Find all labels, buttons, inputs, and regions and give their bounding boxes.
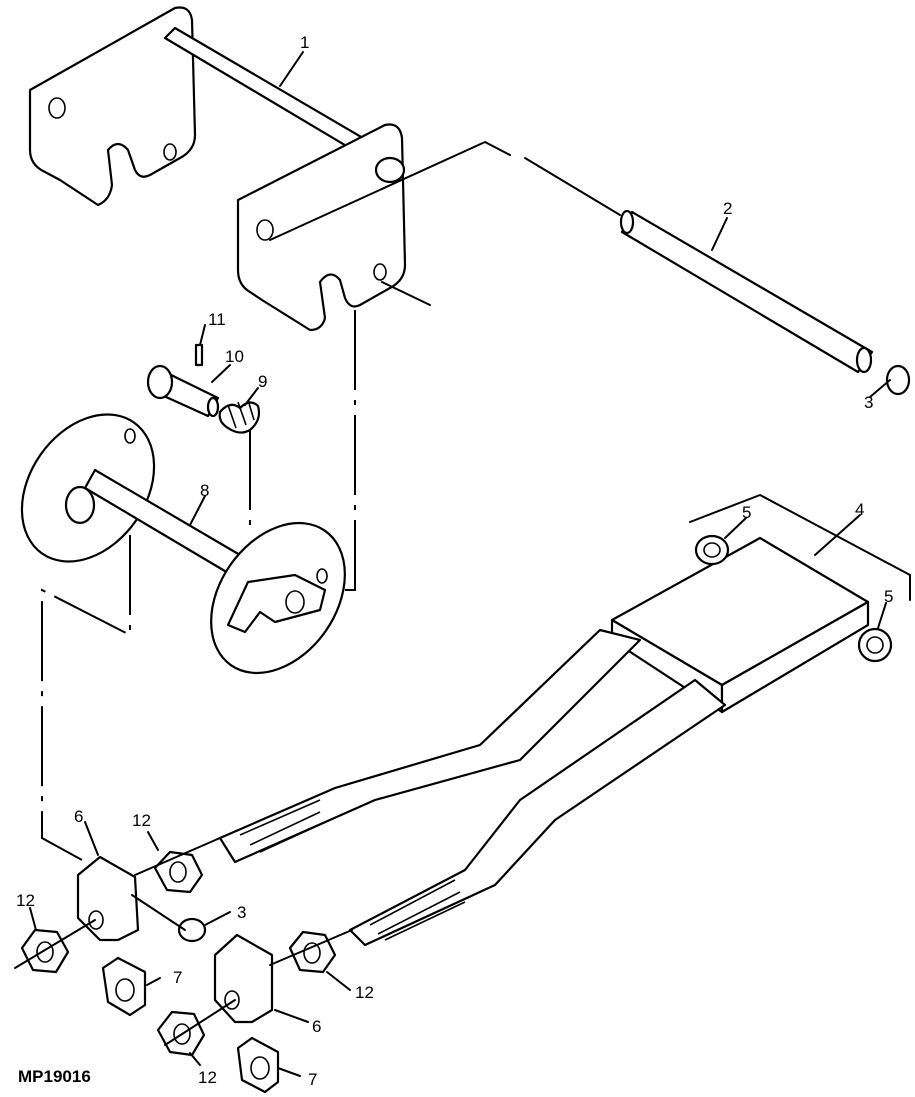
callout-12-middle: 12 <box>355 983 374 1002</box>
callout-5-left: 5 <box>742 503 751 522</box>
callout-6-left: 6 <box>74 807 83 826</box>
part-12-nut-middle <box>288 930 337 974</box>
part-2-pin <box>619 209 874 374</box>
leader-lines <box>29 51 891 1077</box>
callout-1: 1 <box>300 33 309 52</box>
callout-5-right: 5 <box>884 587 893 606</box>
callout-2: 2 <box>723 199 732 218</box>
part-8-shaft-assembly <box>20 413 346 675</box>
callout-12-left: 12 <box>16 891 35 910</box>
part-5-bushing-right <box>857 627 893 663</box>
part-7-block-right <box>236 1036 280 1094</box>
part-7-block-left <box>101 956 147 1017</box>
part-3-ring-lower <box>177 917 207 943</box>
part-6-clevis-right <box>213 933 274 1024</box>
callout-4: 4 <box>855 500 864 519</box>
callout-9: 9 <box>258 372 267 391</box>
callout-7-left: 7 <box>173 968 182 987</box>
part-1-bracket-assembly <box>28 6 407 332</box>
part-6-clevis-left <box>76 855 140 942</box>
callout-3-lower: 3 <box>237 903 246 922</box>
part-10-clevis-pin <box>146 364 220 418</box>
callout-8: 8 <box>200 481 209 500</box>
part-11-spring-pin <box>194 343 204 367</box>
callout-10: 10 <box>225 347 244 366</box>
part-12-nut-bottom <box>156 1010 206 1057</box>
part-4-hitch-block <box>610 536 870 714</box>
part-12-nut-upper <box>153 850 204 894</box>
callout-6-right: 6 <box>312 1017 321 1036</box>
callout-12-bottom: 12 <box>198 1068 217 1087</box>
callout-11: 11 <box>208 310 226 329</box>
part-9-spring <box>218 399 261 434</box>
figure-id: MP19016 <box>18 1067 91 1086</box>
callout-3-upper: 3 <box>864 393 873 412</box>
callout-12-upper: 12 <box>132 811 151 830</box>
part-3-ring-upper <box>885 364 911 396</box>
part-5-bushing-left <box>694 534 730 566</box>
hitch-rod-upper <box>218 628 642 864</box>
callout-7-right: 7 <box>308 1070 317 1089</box>
hitch-rod-lower <box>348 678 727 947</box>
